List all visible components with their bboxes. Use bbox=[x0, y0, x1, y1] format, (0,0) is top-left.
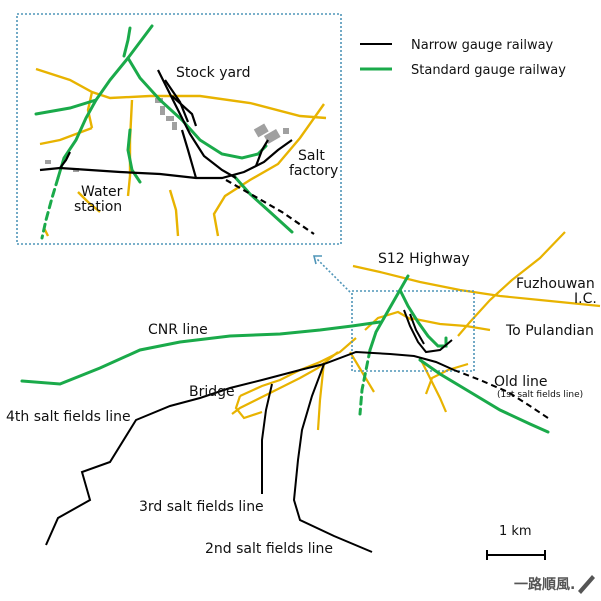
label-3rd-salt-fields-line: 3rd salt fields line bbox=[139, 499, 264, 515]
scale-label: 1 km bbox=[499, 524, 532, 539]
road-east bbox=[409, 316, 491, 332]
building bbox=[253, 123, 269, 138]
inset-roads bbox=[35, 67, 327, 237]
inset-factory-branch bbox=[232, 174, 294, 234]
inset-narrow-gauge bbox=[39, 69, 315, 235]
label-bridge: Bridge bbox=[189, 384, 235, 400]
inset-label-station: station bbox=[74, 199, 122, 215]
narrow-old-line-dashed bbox=[453, 369, 549, 419]
inset-label-water: Water bbox=[81, 184, 123, 200]
road-south-4 bbox=[316, 361, 326, 431]
narrow-stock-siding bbox=[409, 313, 425, 345]
legend-standard-label: Standard gauge railway bbox=[411, 63, 566, 78]
inset-label-salt: Salt bbox=[298, 148, 325, 164]
building bbox=[172, 122, 177, 130]
zoom-arrow-head bbox=[312, 255, 322, 265]
scale-bar-line bbox=[486, 550, 546, 560]
inset-siding-north bbox=[122, 26, 132, 58]
road-ic-ramp bbox=[457, 231, 566, 337]
building bbox=[45, 160, 51, 164]
inset-buildings bbox=[45, 98, 289, 172]
inset-old-line-dashed bbox=[225, 179, 315, 235]
inset-spur-left bbox=[126, 128, 142, 184]
inset-cnr-west bbox=[34, 98, 98, 116]
label-s12-highway: S12 Highway bbox=[378, 251, 470, 267]
road-south-1 bbox=[349, 351, 375, 393]
inset-road-south bbox=[168, 189, 180, 237]
main-narrow-gauge bbox=[45, 309, 549, 553]
watermark: 一路順風. bbox=[514, 575, 595, 594]
label-2nd-salt-fields-line: 2nd salt fields line bbox=[205, 541, 333, 557]
inset-wye bbox=[180, 129, 198, 179]
main-standard-gauge bbox=[20, 274, 550, 434]
legend-narrow-label: Narrow gauge railway bbox=[411, 38, 554, 53]
inset-road-se bbox=[212, 103, 325, 237]
building bbox=[166, 116, 174, 121]
inset-road-sw bbox=[77, 191, 101, 213]
inset-narrow-main bbox=[39, 139, 293, 180]
label-4th-salt-fields-line: 4th salt fields line bbox=[6, 409, 131, 425]
zoom-arrow bbox=[312, 255, 351, 293]
legend: Narrow gauge railway Standard gauge rail… bbox=[360, 38, 566, 78]
inset-label-stock-yard: Stock yard bbox=[176, 65, 250, 81]
inset-west-spur bbox=[59, 151, 71, 169]
narrow-4th-salt-line bbox=[45, 350, 455, 546]
road-west bbox=[239, 337, 357, 398]
inset-loop bbox=[126, 56, 268, 160]
watermark-text: 一路順風. bbox=[514, 576, 575, 593]
zoom-zone-frame bbox=[351, 290, 475, 372]
label-fuzhouwan: Fuzhouwan bbox=[516, 276, 595, 292]
label-ic: I.C. bbox=[574, 291, 597, 307]
inset-frame bbox=[16, 13, 342, 245]
s12-highway bbox=[352, 264, 601, 308]
scale-bar: 1 km bbox=[486, 524, 546, 560]
cnr-to-pulandian bbox=[418, 358, 550, 434]
cnr-north-dashed bbox=[358, 348, 372, 416]
inset-cnr-dashed bbox=[40, 176, 60, 240]
building bbox=[283, 128, 289, 134]
label-cnr-line: CNR line bbox=[148, 322, 208, 338]
inset-road-main bbox=[35, 67, 327, 120]
building bbox=[160, 106, 165, 115]
narrow-2nd-salt-line bbox=[292, 363, 373, 553]
narrow-stock-yard bbox=[403, 309, 453, 354]
zoom-arrow-line bbox=[315, 257, 351, 293]
narrow-3rd-salt-line bbox=[261, 383, 273, 494]
main-roads bbox=[231, 231, 601, 431]
inset-factory-siding bbox=[254, 139, 269, 167]
cnr-north bbox=[368, 274, 410, 352]
inset-stock-siding-2 bbox=[171, 95, 198, 127]
inset-map: Stock yard Salt factory Water station bbox=[16, 13, 342, 245]
cnr-line bbox=[20, 320, 382, 386]
inset-label-factory: factory bbox=[289, 163, 338, 179]
label-old-line: Old line bbox=[494, 374, 548, 390]
road-bridge-link bbox=[234, 395, 263, 420]
inset-cnr-main bbox=[56, 24, 154, 180]
inset-stock-approach bbox=[157, 69, 237, 179]
pen-icon bbox=[578, 575, 595, 594]
label-to-pulandian: To Pulandian bbox=[505, 323, 594, 339]
inset-road-west bbox=[39, 126, 93, 146]
road-south-2 bbox=[419, 357, 448, 413]
label-old-line-sub: (1st salt fields line) bbox=[497, 390, 583, 400]
inset-standard-gauge bbox=[34, 24, 294, 240]
inset-road-nw bbox=[86, 91, 94, 129]
